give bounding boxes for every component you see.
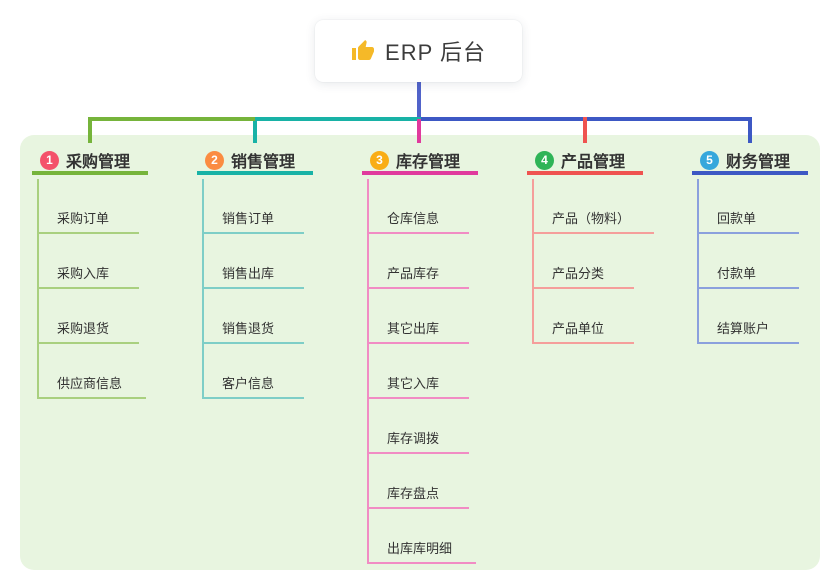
branch-node-product[interactable]: 4 产品管理	[527, 149, 643, 175]
children-spine-line	[37, 179, 39, 399]
children-spine-line	[697, 179, 699, 344]
child-node[interactable]: 产品库存	[367, 234, 469, 289]
branch-title: 产品管理	[561, 154, 626, 171]
child-node[interactable]: 产品分类	[532, 234, 634, 289]
branch-children: 销售订单 销售出库 销售退货 客户信息	[202, 179, 304, 399]
branch-node-inventory[interactable]: 3 库存管理	[362, 149, 478, 175]
child-node[interactable]: 采购订单	[37, 179, 139, 234]
child-node[interactable]: 销售退货	[202, 289, 304, 344]
child-node[interactable]: 付款单	[697, 234, 799, 289]
branch-node-finance[interactable]: 5 财务管理	[692, 149, 808, 175]
child-node[interactable]: 其它出库	[367, 289, 469, 344]
child-node[interactable]: 其它入库	[367, 344, 469, 399]
branch-children: 回款单 付款单 结算账户	[697, 179, 799, 344]
branch-number-badge: 4	[535, 150, 554, 170]
children-spine-line	[367, 179, 369, 564]
root-node-erp[interactable]: ERP 后台	[315, 20, 522, 82]
branch-title: 采购管理	[66, 154, 131, 171]
child-node[interactable]: 供应商信息	[37, 344, 147, 399]
branch-number-badge: 2	[205, 150, 224, 170]
branch-number-badge: 3	[370, 150, 389, 170]
child-node[interactable]: 回款单	[697, 179, 799, 234]
branch-node-purchase[interactable]: 1 采购管理	[32, 149, 148, 175]
child-node[interactable]: 结算账户	[697, 289, 799, 344]
child-node[interactable]: 销售出库	[202, 234, 304, 289]
child-node[interactable]: 销售订单	[202, 179, 304, 234]
mindmap-canvas-panel	[20, 135, 820, 570]
branch-children: 采购订单 采购入库 采购退货 供应商信息	[37, 179, 147, 399]
branch-title: 库存管理	[396, 154, 461, 171]
branch-number-badge: 5	[700, 150, 719, 170]
child-node[interactable]: 采购入库	[37, 234, 139, 289]
branch-children: 仓库信息 产品库存 其它出库 其它入库 库存调拨 库存盘点 出库库明细	[367, 179, 477, 564]
child-node[interactable]: 采购退货	[37, 289, 139, 344]
thumbs-up-icon	[352, 40, 375, 60]
child-node[interactable]: 仓库信息	[367, 179, 469, 234]
children-spine-line	[532, 179, 534, 344]
branch-number-badge: 1	[40, 150, 59, 170]
child-node[interactable]: 库存盘点	[367, 454, 469, 509]
children-spine-line	[202, 179, 204, 399]
child-node[interactable]: 出库库明细	[367, 509, 477, 564]
child-node[interactable]: 库存调拨	[367, 399, 469, 454]
branch-node-sales[interactable]: 2 销售管理	[197, 149, 313, 175]
branch-title: 销售管理	[231, 154, 296, 171]
branch-title: 财务管理	[726, 154, 791, 171]
root-node-label: ERP 后台	[385, 40, 486, 65]
child-node[interactable]: 产品（物料）	[532, 179, 655, 234]
child-node[interactable]: 客户信息	[202, 344, 304, 399]
branch-children: 产品（物料） 产品分类 产品单位	[532, 179, 655, 344]
child-node[interactable]: 产品单位	[532, 289, 634, 344]
